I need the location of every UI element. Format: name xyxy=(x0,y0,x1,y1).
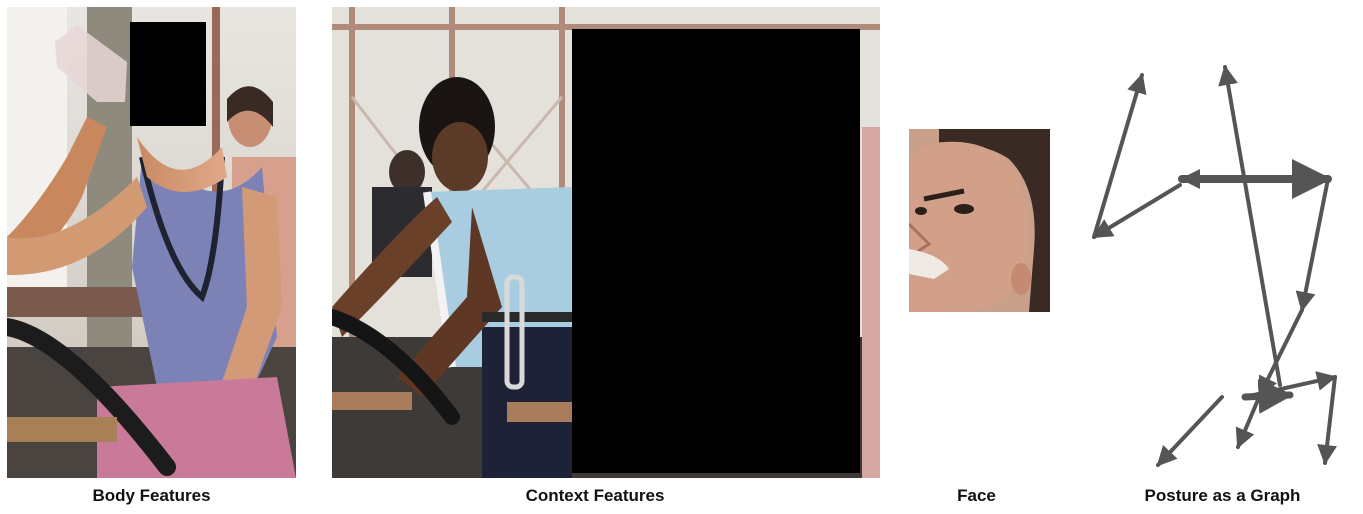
graph-edge xyxy=(1295,177,1330,312)
graph-edge xyxy=(1317,375,1338,465)
face-photo xyxy=(909,129,1050,312)
caption-body-features: Body Features xyxy=(92,486,211,505)
body-photo xyxy=(7,7,296,478)
posture-skeleton xyxy=(1092,65,1338,467)
graph-edge xyxy=(1235,393,1262,449)
body-features-image xyxy=(7,7,296,478)
context-photo xyxy=(332,7,880,478)
graph-edge xyxy=(1156,395,1224,467)
posture-graph xyxy=(1080,55,1360,475)
caption-posture-graph: Posture as a Graph xyxy=(1144,486,1301,505)
graph-edge xyxy=(1092,73,1147,239)
graph-edge xyxy=(1218,65,1282,387)
context-features-image xyxy=(332,7,880,478)
caption-context-features: Context Features xyxy=(525,486,665,505)
caption-face: Face xyxy=(957,486,996,505)
face-image xyxy=(909,129,1050,312)
graph-edge xyxy=(1092,183,1182,239)
graph-edge xyxy=(1241,378,1294,414)
